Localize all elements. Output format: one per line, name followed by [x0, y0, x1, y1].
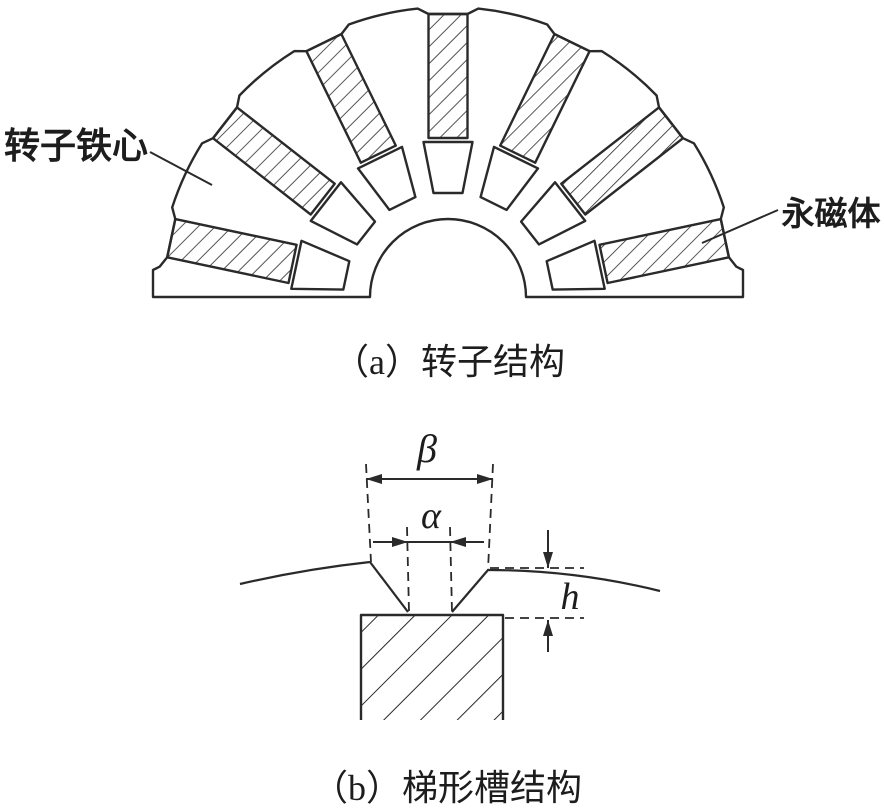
magnet-bar	[427, 12, 469, 140]
beta-extension-left	[365, 463, 372, 563]
beta-arrowhead-right	[477, 474, 493, 484]
slot-figure	[239, 463, 661, 720]
caption-a: （a）转子结构	[333, 342, 565, 382]
h-arrowhead-down	[543, 552, 553, 568]
rotor-figure	[149, 7, 779, 299]
magnet-slot-trapezoid	[422, 140, 474, 195]
magnet-bar	[165, 217, 298, 285]
magnet-bar	[499, 32, 591, 164]
magnet-label: 永磁体	[782, 196, 881, 233]
magnet-slot-trapezoid	[356, 145, 417, 212]
magnet-leader-line	[701, 209, 779, 244]
beta-extension-right	[487, 463, 494, 571]
magnets	[165, 12, 731, 291]
magnet	[305, 32, 417, 212]
magnet-bar	[560, 106, 685, 216]
magnet	[479, 32, 591, 212]
h-dimension-label: h	[561, 576, 580, 618]
magnet-slot-trapezoid	[290, 239, 351, 291]
slot-right-wall	[451, 569, 489, 613]
magnet	[422, 12, 474, 195]
h-arrowhead-up	[543, 620, 553, 636]
magnet-slot-trapezoid	[545, 239, 606, 291]
magnet	[211, 106, 377, 246]
magnet	[545, 217, 731, 291]
alpha-extension-right	[449, 526, 453, 613]
magnet	[519, 106, 685, 246]
magnet-slot-trapezoid	[519, 181, 587, 246]
alpha-dimension-label: α	[421, 495, 442, 537]
alpha-arrowhead-right	[450, 537, 466, 547]
beta-arrowhead-left	[366, 474, 382, 484]
magnet-bar	[598, 217, 731, 285]
magnet-slot-trapezoid	[309, 181, 377, 246]
alpha-arrowhead-left	[392, 537, 408, 547]
slot-left-wall	[369, 561, 409, 613]
rotor-core-label: 转子铁心	[4, 126, 148, 166]
slot-surface-left-arc	[239, 560, 371, 586]
magnet-slot-trapezoid	[479, 145, 540, 212]
slot-magnet-block	[359, 613, 505, 720]
rotor-core-leader-line	[149, 151, 213, 186]
slot-surface-right-arc	[487, 568, 661, 593]
magnet-bar	[211, 106, 336, 216]
magnet-bar	[305, 32, 397, 164]
beta-dimension-label: β	[416, 426, 437, 471]
alpha-extension-left	[406, 526, 410, 613]
caption-b: （b）梯形槽结构	[312, 768, 582, 808]
magnet	[165, 217, 351, 291]
